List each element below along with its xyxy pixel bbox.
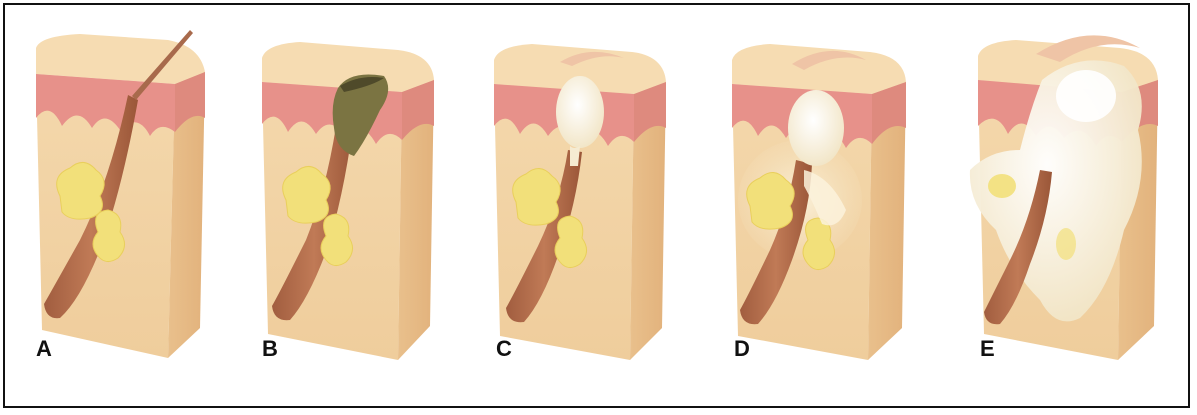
panel-label-a: A	[36, 336, 52, 362]
panel-label-e: E	[980, 336, 995, 362]
panel-b	[262, 42, 434, 360]
panel-d	[732, 44, 906, 360]
panel-c	[494, 44, 666, 360]
panel-label-c: C	[496, 336, 512, 362]
panel-label-d: D	[734, 336, 750, 362]
panel-e	[970, 35, 1158, 360]
panel-label-b: B	[262, 336, 278, 362]
panel-a	[36, 30, 205, 358]
